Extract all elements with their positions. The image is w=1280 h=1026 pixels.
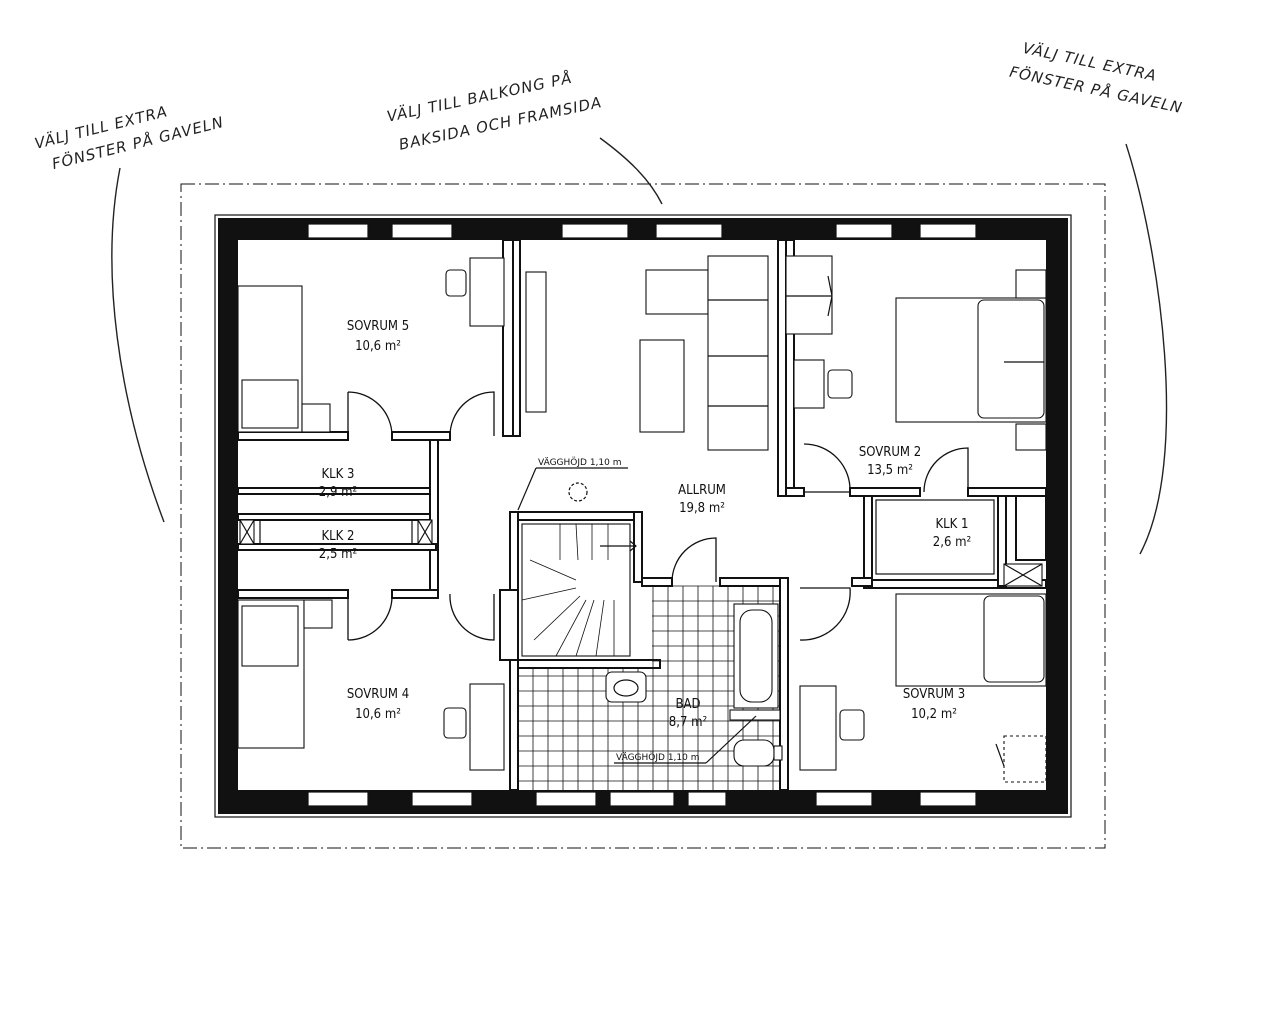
annotation-center-leader	[599, 137, 663, 205]
klk1-shelf	[875, 499, 995, 575]
ventilation-shaft-icon	[239, 519, 1043, 587]
room-sovrum5-name: SOVRUM 5	[347, 319, 409, 334]
room-klk1-name: KLK 1	[935, 517, 968, 532]
wall-height-notes: VÄGGHÖJD 1,10 m VÄGGHÖJD 1,10 m	[517, 457, 757, 764]
room-klk3-area: 2,9 m²	[319, 485, 357, 500]
room-allrum-name: ALLRUM	[678, 483, 726, 498]
staircase	[521, 523, 637, 657]
allrum-furniture	[568, 255, 769, 502]
wall-height-bottom-note: VÄGGHÖJD 1,10 m	[616, 752, 700, 763]
exterior-outline	[214, 214, 1072, 818]
room-bad-name: BAD	[675, 697, 700, 712]
annotation-center: VÄLJ TILL BALKONG PÅ BAKSIDA OCH FRAMSID…	[385, 68, 604, 154]
annotation-right-leader	[1125, 143, 1168, 555]
room-sovrum3-area: 10,2 m²	[911, 707, 957, 722]
room-klk3-name: KLK 3	[321, 467, 354, 482]
bathroom-fixtures	[605, 603, 783, 767]
room-bad-area: 8,7 m²	[669, 715, 707, 730]
doors	[347, 391, 969, 641]
room-klk2-name: KLK 2	[321, 529, 354, 544]
roof-outline	[180, 183, 1106, 849]
sovrum4-furniture	[237, 599, 505, 771]
annotation-left-leader	[111, 167, 165, 523]
windows-bottom	[307, 791, 977, 807]
sovrum5-furniture	[237, 257, 547, 433]
annotation-right: VÄLJ TILL EXTRA FÖNSTER PÅ GAVELN	[1008, 38, 1185, 117]
room-sovrum2-name: SOVRUM 2	[859, 445, 921, 460]
room-allrum-area: 19,8 m²	[679, 501, 725, 516]
room-sovrum4-area: 10,6 m²	[355, 707, 401, 722]
room-sovrum3-name: SOVRUM 3	[903, 687, 965, 702]
room-sovrum2-area: 13,5 m²	[867, 463, 913, 478]
wall-height-top-note: VÄGGHÖJD 1,10 m	[538, 457, 622, 468]
room-klk1-area: 2,6 m²	[933, 535, 971, 550]
room-sovrum5-area: 10,6 m²	[355, 339, 401, 354]
room-labels: SOVRUM 5 10,6 m² KLK 3 2,9 m² KLK 2 2,5 …	[319, 319, 971, 730]
interior-walls	[237, 239, 1047, 791]
sovrum3-furniture	[799, 593, 1047, 783]
annotation-left: VÄLJ TILL EXTRA FÖNSTER PÅ GAVELN	[32, 101, 225, 173]
room-klk2-area: 2,5 m²	[319, 547, 357, 562]
room-sovrum4-name: SOVRUM 4	[347, 687, 409, 702]
windows-top	[307, 223, 977, 239]
sovrum2-furniture	[785, 255, 1047, 451]
